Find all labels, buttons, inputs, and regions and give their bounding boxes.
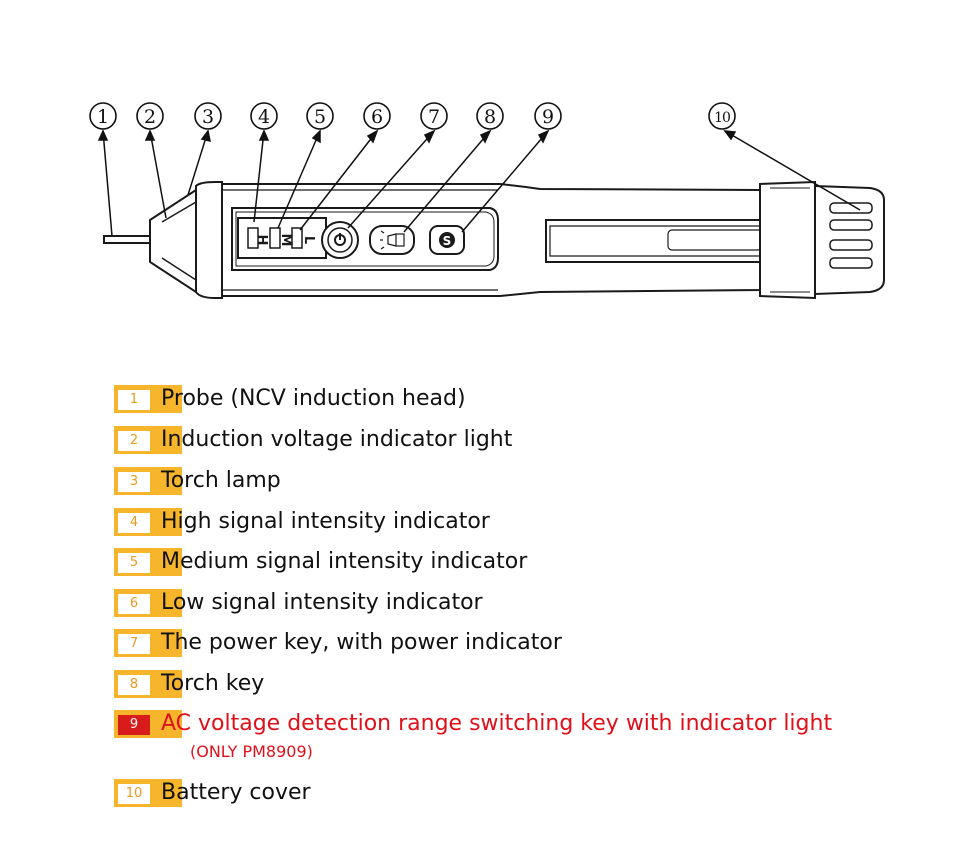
callout-2-num: 2 — [144, 106, 156, 128]
callout-4-num: 4 — [258, 106, 270, 128]
legend-badge: 8 — [114, 670, 182, 698]
callout-6-num: 6 — [371, 106, 383, 128]
callout-1 — [89, 102, 117, 130]
callout-4 — [250, 102, 278, 130]
led-medium — [269, 227, 281, 249]
led-low — [291, 227, 303, 249]
legend-text: AC voltage detection range switching key… — [161, 711, 833, 736]
led-high — [247, 227, 259, 249]
callout-8-num: 8 — [484, 106, 496, 128]
legend-text: Torch key — [161, 671, 265, 696]
legend-badge: 10 — [114, 779, 182, 807]
letter-l: L — [301, 236, 316, 244]
legend-text: Battery cover — [161, 780, 311, 805]
legend-text: Induction voltage indicator light — [161, 427, 513, 452]
callout-9 — [534, 102, 562, 130]
callout-10-num: 10 — [714, 110, 730, 126]
mode-key-glyph: S — [443, 234, 452, 248]
legend-number: 4 — [118, 513, 150, 533]
callout-7-num: 7 — [428, 106, 440, 128]
legend-number: 6 — [118, 594, 150, 614]
legend-text: Low signal intensity indicator — [161, 590, 483, 615]
callout-7 — [420, 102, 448, 130]
legend-text: The power key, with power indicator — [161, 630, 562, 655]
legend-badge: 3 — [114, 467, 182, 495]
legend-badge: 2 — [114, 426, 182, 454]
legend-number: 8 — [118, 675, 150, 695]
callout-1-num: 1 — [97, 106, 109, 128]
legend-badge: 1 — [114, 385, 182, 413]
legend-badge: 7 — [114, 629, 182, 657]
callout-6 — [363, 102, 391, 130]
torch-icon — [380, 230, 405, 250]
legend-number: 9 — [118, 715, 150, 735]
letter-m: M — [278, 234, 293, 247]
legend-text: Medium signal intensity indicator — [161, 549, 528, 574]
legend-number: 3 — [118, 472, 150, 492]
legend-note: (ONLY PM8909) — [190, 742, 313, 761]
legend-text: High signal intensity indicator — [161, 509, 490, 534]
callout-2 — [136, 102, 164, 130]
legend-text: Torch lamp — [161, 468, 281, 493]
legend-badge: 6 — [114, 589, 182, 617]
callout-3 — [194, 102, 222, 130]
legend-badge: 5 — [114, 548, 182, 576]
callout-3-num: 3 — [202, 106, 214, 128]
legend-text: Probe (NCV induction head) — [161, 386, 466, 411]
legend-number: 1 — [118, 390, 150, 410]
callout-8 — [476, 102, 504, 130]
callout-10 — [708, 102, 736, 130]
callout-5-num: 5 — [314, 106, 326, 128]
callout-markers — [89, 102, 736, 130]
letter-h: H — [254, 235, 269, 246]
legend-number: 7 — [118, 634, 150, 654]
legend-number: 10 — [118, 784, 150, 804]
legend-number: 5 — [118, 553, 150, 573]
callout-9-num: 9 — [542, 106, 554, 128]
callout-5 — [306, 102, 334, 130]
legend-badge: 9 — [114, 710, 182, 738]
legend-number: 2 — [118, 431, 150, 451]
torch-key — [369, 225, 415, 255]
pen-collar — [195, 181, 223, 299]
legend-badge: 4 — [114, 508, 182, 536]
pen-diagram: H M L S 1 — [89, 102, 885, 300]
